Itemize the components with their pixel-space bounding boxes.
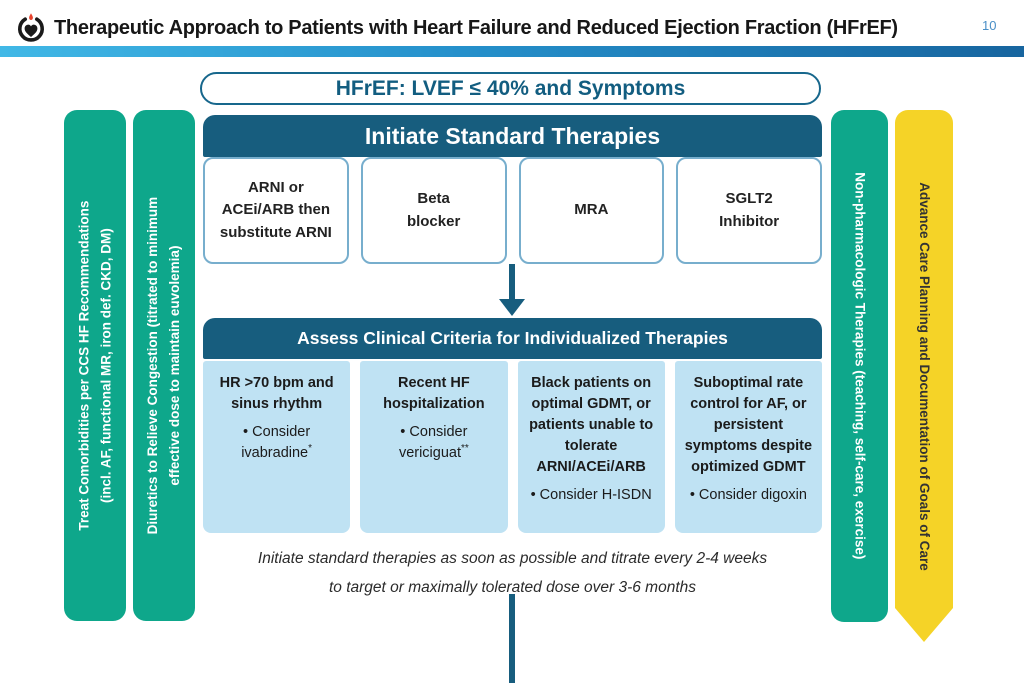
assess-consider-text: • Consider H-ISDN [530,487,652,504]
sidebar-line: Treat Comorbidities per CCS HF Recommend… [76,200,92,531]
assess-box-ivabradine: HR >70 bpm and sinus rhythm • Consider i… [203,361,351,533]
sidebar-treat-comorbidities: Treat Comorbidities per CCS HF Recommend… [64,110,126,621]
assess-box-row: HR >70 bpm and sinus rhythm • Consider i… [203,361,822,533]
sidebar-line: Diuretics to Relieve Congestion (titrate… [145,196,161,535]
footnote-marker: ** [461,443,469,455]
sidebar-diuretics-text: Diuretics to Relieve Congestion (titrate… [142,197,185,535]
banner-label: HFrEF: LVEF ≤ 40% and Symptoms [335,76,686,100]
advance-care-textwrap: Advance Care Planning and Documentation … [895,110,953,642]
assess-consider: • Consider ivabradine* [208,422,345,463]
therapy-box-beta-blocker: Beta blocker [360,157,507,264]
advance-care-arrow-head-icon [895,608,953,642]
therapy-box-sglt2: SGLT2 Inhibitor [676,157,822,264]
assess-consider-text: • Consider digoxin [689,487,807,504]
titration-note-line2: to target or maximally tolerated dose ov… [328,578,696,596]
therapy-box-label: ARNI or ACEi/ARB then substitute ARNI [219,178,332,241]
sidebar-line: effective dose to maintain euvolemia) [167,245,183,486]
down-arrow-stem [509,264,515,300]
sidebar-advance-care-arrow: Advance Care Planning and Documentation … [895,110,953,642]
assess-box-digoxin: Suboptimal rate control for AF, or persi… [674,361,822,533]
sidebar-non-pharmacologic: Non-pharmacologic Therapies (teaching, s… [831,110,888,622]
header-divider [0,46,1024,57]
therapy-box-label: Beta blocker [406,190,461,230]
sidebar-non-pharmacologic-text: Non-pharmacologic Therapies (teaching, s… [849,172,871,559]
slide-title: Therapeutic Approach to Patients with He… [54,17,898,39]
titration-note: Initiate standard therapies as soon as p… [203,545,822,602]
ccs-heart-logo-icon [18,13,44,42]
banner-hfref-criteria: HFrEF: LVEF ≤ 40% and Symptoms [200,72,821,105]
section-header-assess: Assess Clinical Criteria for Individuali… [203,318,822,359]
assess-consider-text: • Consider ivabradine [241,424,311,462]
down-arrow-head-icon [499,299,525,316]
sidebar-advance-care-text: Advance Care Planning and Documentation … [916,181,932,571]
section-header-initiate: Initiate Standard Therapies [203,115,822,157]
assess-box-hisdn: Black patients on optimal GDMT, or patie… [517,361,665,533]
therapy-box-row: ARNI or ACEi/ARB then substitute ARNI Be… [203,157,822,264]
page-number: 10 [982,18,997,33]
advance-care-arrow-body [895,110,953,608]
sidebar-diuretics: Diuretics to Relieve Congestion (titrate… [133,110,195,621]
therapy-box-arni: ARNI or ACEi/ARB then substitute ARNI [203,157,349,264]
sidebar-line: Non-pharmacologic Therapies (teaching, s… [852,172,868,560]
assess-criteria: Recent HF hospitalization [383,375,485,413]
section-header-initiate-label: Initiate Standard Therapies [364,122,661,149]
assess-criteria: Black patients on optimal GDMT, or patie… [529,375,654,476]
assess-consider: • Consider digoxin [680,485,817,505]
sidebar-line: (incl. AF, functional MR, iron def. CKD,… [98,228,113,503]
therapy-box-label: MRA [574,201,609,219]
assess-box-vericiguat: Recent HF hospitalization • Consider ver… [360,361,508,533]
footnote-marker: * [308,443,313,455]
flow-connector-line [509,594,515,683]
assess-consider: • Consider H-ISDN [523,485,660,505]
therapy-box-label: SGLT2 Inhibitor [719,190,780,230]
assess-criteria: HR >70 bpm and sinus rhythm [219,375,334,413]
sidebar-treat-comorbidities-text: Treat Comorbidities per CCS HF Recommend… [73,200,116,530]
assess-consider-text: • Consider vericiguat [398,424,468,462]
assess-criteria: Suboptimal rate control for AF, or persi… [684,375,813,476]
titration-note-line1: Initiate standard therapies as soon as p… [257,550,768,567]
section-header-assess-label: Assess Clinical Criteria for Individuali… [297,328,728,348]
assess-consider: • Consider vericiguat** [365,422,502,463]
therapy-box-mra: MRA [518,157,665,264]
